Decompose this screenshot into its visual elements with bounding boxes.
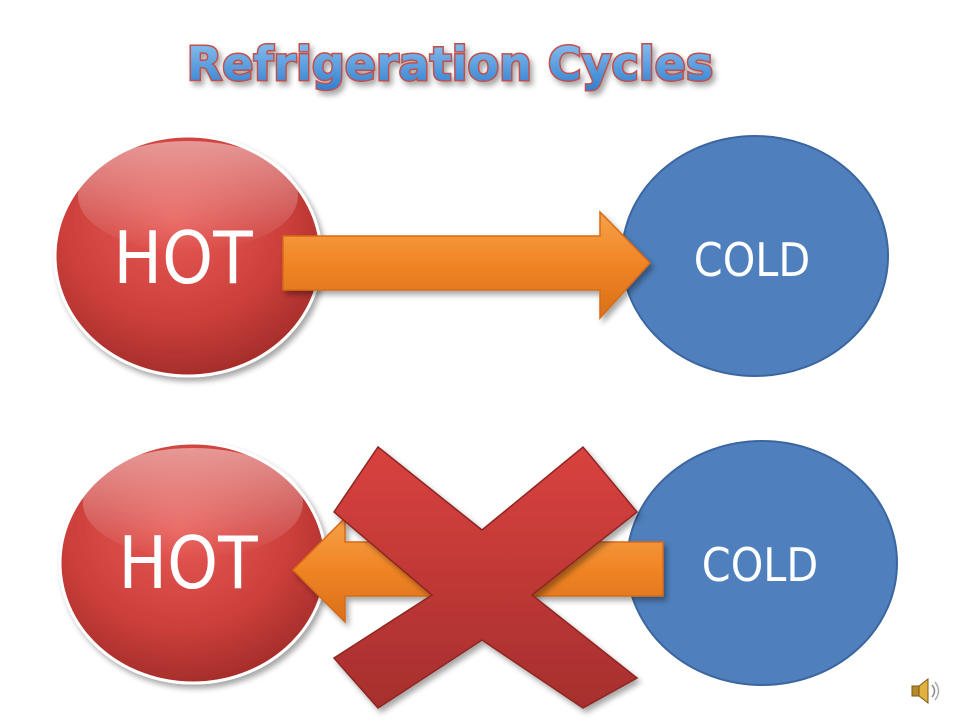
- bottom-hot-label: HOT: [118, 521, 258, 605]
- top-flow-arrow: [282, 210, 652, 320]
- bottom-cold-label: COLD: [702, 538, 818, 592]
- top-hot-label: HOT: [113, 216, 253, 300]
- slide-title: Refrigeration Cycles: [187, 37, 713, 91]
- speaker-icon[interactable]: [911, 677, 940, 705]
- bottom-hot-circle: [58, 441, 328, 685]
- top-row: HOT COLD: [53, 134, 889, 378]
- blocked-cross-icon: [332, 445, 639, 709]
- bottom-row: HOT COLD: [58, 440, 898, 709]
- top-cold-label: COLD: [694, 233, 810, 287]
